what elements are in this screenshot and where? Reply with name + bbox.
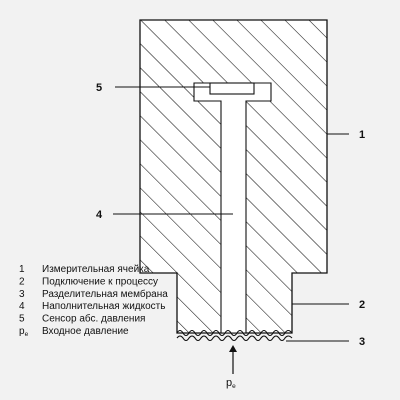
callout-4: 4 [96,209,103,221]
legend-key-1: 1 [19,264,25,275]
legend-key-2: 2 [19,276,25,287]
legend-text-2: Подключение к процессу [42,276,158,287]
separating-diaphragm-lower [176,335,293,342]
legend-text-4: Наполнительная жидкость [42,301,165,312]
legend-text-1: Измерительная ячейка [42,264,150,275]
legend-text-6: Входное давление [42,326,129,337]
legend-key-6: pe [19,326,29,338]
legend-key-5: 5 [19,314,25,325]
callout-1: 1 [359,129,365,141]
legend-text-5: Сенсор абс. давления [42,313,145,325]
callout-3: 3 [359,336,365,348]
callout-2: 2 [359,299,365,311]
separating-diaphragm [176,329,293,337]
legend-key-3: 3 [19,289,25,300]
input-pressure-label: pe [226,377,236,390]
callout-5: 5 [96,82,102,94]
legend-key-4: 4 [19,301,25,312]
legend: 1 Измерительная ячейка 2 Подключение к проц… [19,264,168,338]
filling-fluid-channel [193,82,272,334]
legend-text-3: Разделительная мембрана [42,288,168,300]
absolute-pressure-sensor [209,82,255,95]
input-pressure-arrow [229,345,237,374]
